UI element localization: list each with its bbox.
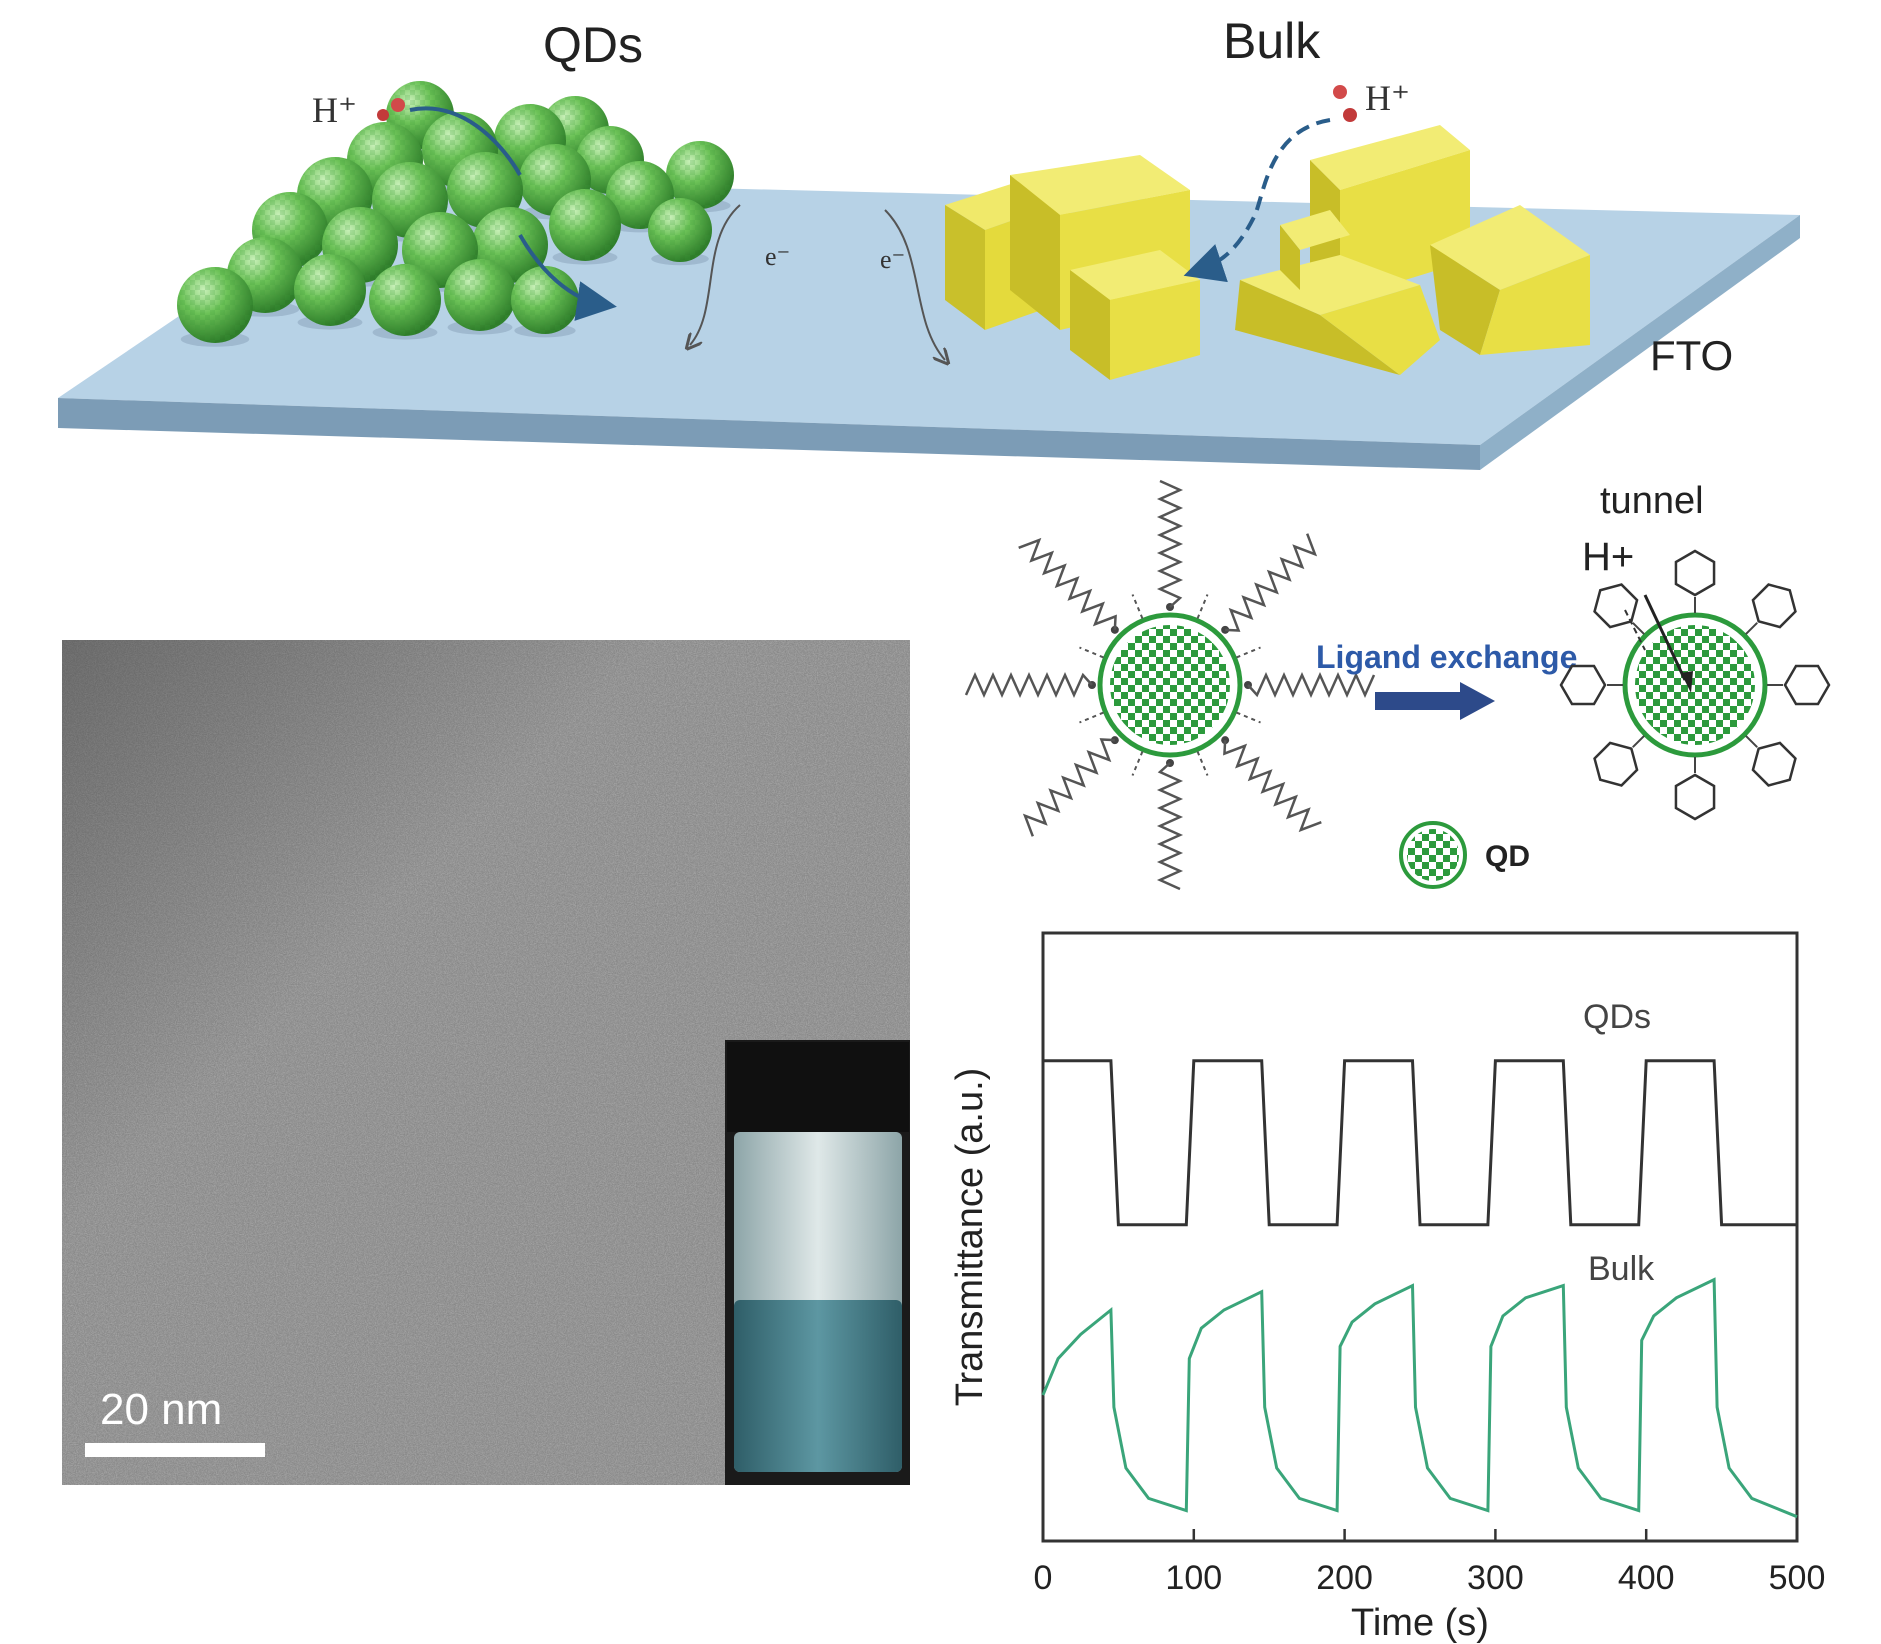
ligand-anchor	[1221, 736, 1230, 745]
benzene-ring	[1674, 549, 1716, 597]
ligand-chain	[1022, 738, 1115, 837]
series-line-qds	[1043, 1059, 1797, 1227]
y-axis-label: Transmittance (a.u.)	[949, 1068, 991, 1407]
fto-label: FTO	[1650, 332, 1733, 379]
ligand-link	[1745, 735, 1758, 748]
chart-marks	[1041, 1059, 1798, 1519]
x-axis-label: Time (s)	[1351, 1602, 1489, 1644]
proton-right: H⁺	[1183, 78, 1410, 283]
benzene-ring	[1751, 741, 1797, 787]
ligand-link	[1079, 646, 1104, 659]
bulk-cube	[1280, 210, 1350, 290]
benzene-ring	[1674, 773, 1716, 821]
scale-bar	[85, 1443, 265, 1457]
electron-left: e⁻	[690, 204, 790, 345]
benzene-ring	[1559, 664, 1607, 706]
qd-sphere-texture	[549, 189, 621, 261]
proton-left: H⁺	[312, 90, 617, 321]
series-label-qds: QDs	[1583, 998, 1651, 1036]
ligand-link	[1131, 751, 1144, 776]
series-line-bulk	[1041, 1277, 1798, 1519]
ligand-link	[1196, 594, 1209, 619]
qd-sphere-texture	[177, 267, 253, 343]
vial-inset	[725, 1040, 910, 1485]
qd-sphere-texture	[666, 141, 734, 209]
ligand-chain	[1018, 537, 1117, 630]
ligand-link	[1236, 646, 1261, 659]
electron-right: e⁻	[880, 209, 945, 360]
proton-label-tunnel: H+	[1582, 535, 1634, 579]
ligand-chain	[1156, 762, 1184, 891]
qd-long-ligands	[964, 479, 1376, 891]
benzene-ring	[1593, 741, 1639, 787]
series-label-bulk: Bulk	[1588, 1250, 1655, 1288]
ligand-anchor	[1110, 625, 1119, 634]
bulk-crystals	[945, 125, 1590, 380]
qd-legend: QD	[1399, 821, 1530, 889]
transmittance-chart: 0 100 200 300 400 500 Time (s) Transmittance …	[949, 931, 1826, 1644]
bulk-title: Bulk	[1223, 13, 1321, 69]
qd-cluster	[177, 81, 734, 347]
ligand-exchange-diagram: Ligand exchange tunnel H+ QD	[964, 479, 1831, 891]
chart-ticks: 0 100 200 300 400 500	[1034, 1529, 1826, 1597]
ligand-chain	[964, 671, 1093, 699]
electron-label-left: e⁻	[765, 242, 790, 271]
x-tick-label: 0	[1034, 1559, 1053, 1597]
proton-label-left: H⁺	[312, 90, 357, 130]
x-tick-label: 100	[1165, 1559, 1222, 1597]
ligand-link	[1236, 711, 1261, 724]
x-tick-label: 300	[1467, 1559, 1524, 1597]
tem-image: 20 nm	[62, 640, 910, 1485]
plot-frame	[1041, 931, 1799, 1543]
scale-bar-label: 20 nm	[100, 1385, 223, 1434]
ligand-exchange-label: Ligand exchange	[1316, 639, 1577, 675]
qd-sphere-texture	[648, 198, 712, 262]
bulk-cube	[1430, 205, 1590, 355]
ligand-exchange-arrow	[1375, 682, 1495, 720]
benzene-ring	[1751, 583, 1797, 629]
ligand-link	[1131, 594, 1144, 619]
qd-sphere-texture	[294, 254, 366, 326]
tunnel-label: tunnel	[1600, 480, 1704, 522]
bulk-cube	[1070, 250, 1200, 380]
ligand-chain	[1223, 740, 1322, 833]
benzene-ring	[1783, 664, 1831, 706]
proton-label-right: H⁺	[1365, 78, 1410, 118]
electrode-schematic: H⁺ H⁺ e⁻ e⁻ QDs Bulk FTO	[58, 13, 1800, 470]
ligand-anchor	[1221, 625, 1230, 634]
ligand-chain	[1156, 479, 1184, 608]
ligand-chain	[1225, 533, 1318, 632]
qds-title: QDs	[543, 17, 643, 73]
qd-legend-label: QD	[1485, 840, 1530, 873]
x-tick-label: 400	[1618, 1559, 1675, 1597]
tem-texture	[62, 640, 910, 1485]
electron-label-right: e⁻	[880, 245, 905, 274]
ligand-link	[1079, 711, 1104, 724]
ligand-link	[1632, 622, 1645, 635]
ligand-chain	[1247, 671, 1376, 699]
qd-sphere-texture	[369, 264, 441, 336]
ligand-link	[1632, 735, 1645, 748]
x-tick-label: 200	[1316, 1559, 1373, 1597]
qd-sphere-texture	[444, 259, 516, 331]
x-tick-label: 500	[1769, 1559, 1826, 1597]
qd-sphere-texture	[511, 266, 579, 334]
qd-short-ligands	[1559, 549, 1831, 821]
ligand-link	[1745, 622, 1758, 635]
ligand-anchor	[1110, 736, 1119, 745]
ligand-link	[1196, 751, 1209, 776]
